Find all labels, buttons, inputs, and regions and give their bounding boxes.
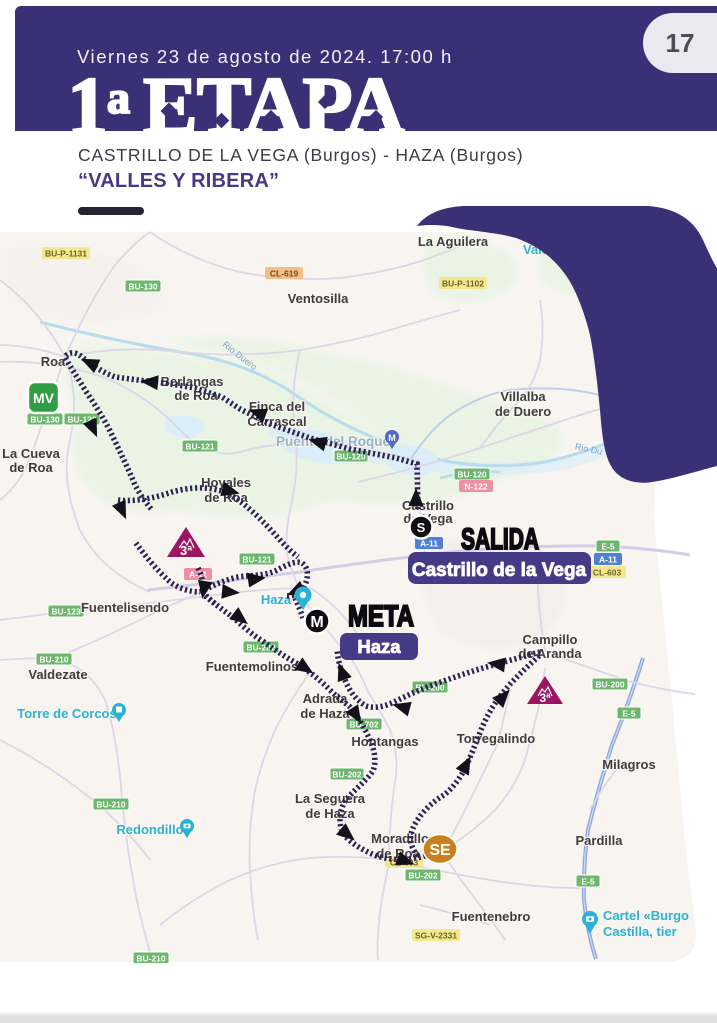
svg-text:BU-P-1131: BU-P-1131 bbox=[45, 249, 87, 259]
svg-text:SALIDA: SALIDA bbox=[461, 523, 539, 556]
svg-text:A-11: A-11 bbox=[599, 555, 617, 565]
svg-text:Ventosilla: Ventosilla bbox=[288, 291, 349, 306]
svg-text:Roa: Roa bbox=[41, 354, 66, 369]
svg-text:BU-210: BU-210 bbox=[39, 655, 69, 665]
svg-text:Hoyales: Hoyales bbox=[201, 475, 251, 490]
svg-text:BU-202: BU-202 bbox=[246, 643, 276, 653]
svg-text:BU-122: BU-122 bbox=[67, 415, 97, 425]
svg-text:Fuentenebro: Fuentenebro bbox=[452, 909, 531, 924]
svg-text:BU-200: BU-200 bbox=[415, 683, 445, 693]
svg-text:Haza: Haza bbox=[357, 636, 401, 657]
svg-text:de Haza: de Haza bbox=[305, 806, 355, 821]
svg-text:de Haza: de Haza bbox=[300, 706, 350, 721]
svg-text:SE: SE bbox=[429, 842, 451, 859]
svg-text:BU-130: BU-130 bbox=[30, 415, 60, 425]
svg-text:3ª: 3ª bbox=[180, 543, 192, 558]
svg-text:BU-121: BU-121 bbox=[242, 555, 272, 565]
svg-text:Hontangas: Hontangas bbox=[351, 734, 418, 749]
svg-text:MV: MV bbox=[33, 390, 55, 406]
svg-text:Cartel «Burgo: Cartel «Burgo bbox=[603, 908, 689, 923]
svg-text:SG-V-2331: SG-V-2331 bbox=[415, 931, 457, 941]
svg-text:Torregalindo: Torregalindo bbox=[457, 731, 536, 746]
svg-text:Moradillo: Moradillo bbox=[371, 831, 429, 846]
svg-text:M: M bbox=[310, 614, 323, 631]
svg-text:Castrillo de la Vega: Castrillo de la Vega bbox=[412, 560, 587, 581]
svg-text:Redondillo: Redondillo bbox=[116, 822, 183, 837]
svg-text:E-5: E-5 bbox=[581, 877, 595, 887]
svg-text:BU-200: BU-200 bbox=[595, 680, 625, 690]
svg-text:La Cueva: La Cueva bbox=[2, 446, 61, 461]
svg-text:BU-P-1102: BU-P-1102 bbox=[442, 279, 484, 289]
svg-text:BU-120: BU-120 bbox=[457, 470, 487, 480]
svg-text:Campillo: Campillo bbox=[523, 632, 578, 647]
svg-text:Villalba: Villalba bbox=[500, 389, 546, 404]
svg-text:BU-121: BU-121 bbox=[185, 442, 215, 452]
svg-text:E-5: E-5 bbox=[601, 542, 615, 552]
svg-text:Fuentelisendo: Fuentelisendo bbox=[81, 600, 169, 615]
svg-text:3ª: 3ª bbox=[539, 691, 551, 705]
svg-text:META: META bbox=[348, 600, 414, 633]
svg-text:N-122: N-122 bbox=[464, 482, 487, 492]
svg-text:de Roa: de Roa bbox=[174, 388, 218, 403]
svg-text:de Aranda: de Aranda bbox=[518, 646, 582, 661]
svg-text:BU-202: BU-202 bbox=[332, 770, 362, 780]
svg-text:Torre de Corcos: Torre de Corcos bbox=[17, 706, 116, 721]
svg-text:CL-619: CL-619 bbox=[270, 269, 299, 279]
svg-text:de Roa: de Roa bbox=[9, 460, 53, 475]
svg-text:La Seguera: La Seguera bbox=[295, 791, 366, 806]
svg-text:BU-702: BU-702 bbox=[349, 720, 379, 730]
svg-text:BU-210: BU-210 bbox=[96, 800, 126, 810]
svg-text:Fuentemolinos: Fuentemolinos bbox=[206, 659, 298, 674]
svg-text:BU-120: BU-120 bbox=[336, 452, 366, 462]
svg-text:Adrada: Adrada bbox=[303, 691, 349, 706]
svg-text:Valdezate: Valdezate bbox=[28, 667, 87, 682]
svg-text:Haza: Haza bbox=[261, 592, 292, 607]
svg-text:E-5: E-5 bbox=[622, 709, 636, 719]
svg-text:Puente del Roque: Puente del Roque bbox=[276, 434, 391, 449]
svg-text:BU-130: BU-130 bbox=[128, 282, 158, 292]
svg-text:La Aguilera: La Aguilera bbox=[418, 234, 489, 249]
svg-text:Milagros: Milagros bbox=[602, 757, 655, 772]
svg-text:M: M bbox=[388, 433, 396, 443]
svg-text:S: S bbox=[417, 520, 426, 535]
svg-text:A-11: A-11 bbox=[420, 539, 438, 549]
svg-text:BU-210: BU-210 bbox=[136, 954, 166, 964]
svg-text:Castilla, tier: Castilla, tier bbox=[603, 924, 677, 939]
svg-text:de Duero: de Duero bbox=[495, 404, 551, 419]
svg-text:Pardilla: Pardilla bbox=[576, 833, 624, 848]
svg-text:CL-603: CL-603 bbox=[593, 568, 622, 578]
svg-text:BU-123: BU-123 bbox=[51, 607, 81, 617]
svg-text:BU-202: BU-202 bbox=[408, 871, 438, 881]
